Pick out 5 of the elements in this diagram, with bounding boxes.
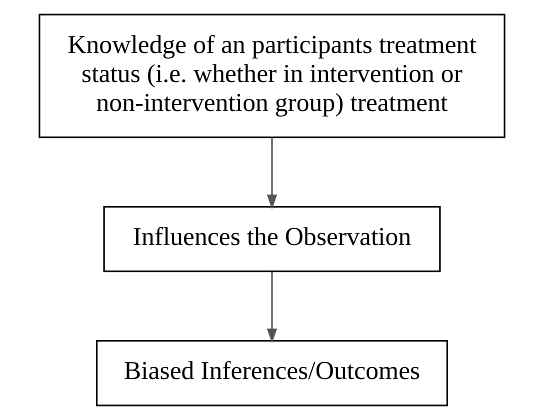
arrow [266, 272, 277, 344]
node-box: Biased Inferences/Outcomes [95, 340, 448, 406]
node-box: Influences the Observation [102, 206, 440, 272]
arrow [266, 138, 277, 210]
node-box: Knowledge of an participants treatment status (i.e. whether in intervention or non-intervention group) treatment [38, 14, 505, 138]
